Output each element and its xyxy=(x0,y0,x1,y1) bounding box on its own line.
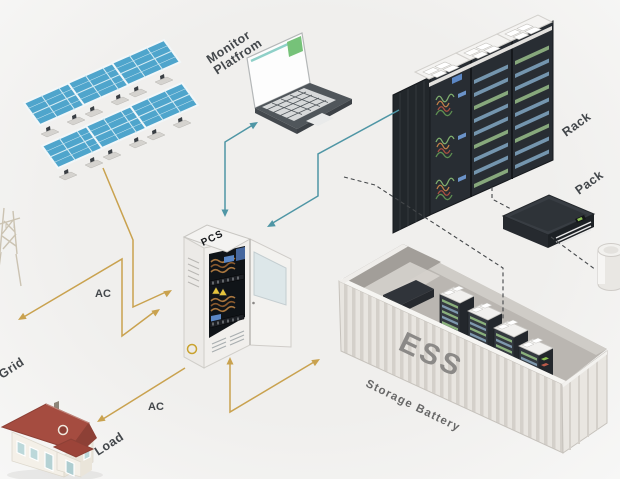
arrowhead xyxy=(18,312,27,320)
ess-container: ESS xyxy=(338,244,608,454)
pack-label: Pack xyxy=(573,168,606,198)
pcs-logo-badge xyxy=(186,343,198,355)
grid-tower xyxy=(0,207,22,287)
arrowhead xyxy=(163,290,172,298)
house-window xyxy=(16,440,26,457)
laptop-keyboard xyxy=(262,88,336,121)
house-window xyxy=(29,446,39,462)
arrowhead xyxy=(221,209,229,217)
battery-cell xyxy=(597,243,620,291)
porch-roof xyxy=(52,438,95,458)
battery-rack xyxy=(392,14,554,234)
arrowhead xyxy=(267,220,276,227)
ac-label-load: AC xyxy=(148,401,164,413)
arrowhead xyxy=(311,359,320,367)
house-door xyxy=(44,451,54,472)
link-rack-to-pack xyxy=(491,187,512,210)
arrowhead xyxy=(226,357,234,365)
rack-label: Rack xyxy=(560,109,594,139)
link-pack-to-cell xyxy=(550,236,597,271)
pack-led xyxy=(577,217,583,222)
pcs-warning-triangle xyxy=(211,286,221,295)
house-round-window xyxy=(57,424,69,436)
link-grid-pcs xyxy=(21,257,155,338)
laptop-trackpad xyxy=(306,113,334,126)
grid-label: Grid xyxy=(0,355,27,382)
battery-pack xyxy=(501,194,596,248)
link-laptop-pcs xyxy=(224,122,257,210)
link-rack-to-ess xyxy=(343,176,504,320)
load-house xyxy=(0,401,103,479)
porch-door xyxy=(65,459,75,477)
ess-interior-slab xyxy=(383,280,434,305)
arrowhead xyxy=(249,122,258,130)
arrowhead xyxy=(151,309,160,317)
pcs-warning-triangle xyxy=(218,287,228,296)
link-pcs-ess xyxy=(229,361,315,414)
ac-label-grid: AC xyxy=(95,288,111,300)
pcs-cabinet: PCS xyxy=(182,224,292,369)
arrowhead xyxy=(97,414,106,422)
link-solar-pcs xyxy=(102,167,167,309)
monitor-platform xyxy=(246,32,352,134)
load-label: Load xyxy=(92,429,126,458)
pcs-door-window xyxy=(253,251,287,306)
link-rack-pcs xyxy=(270,109,400,225)
solar-array xyxy=(23,39,199,181)
laptop-screen-green-panel xyxy=(287,36,303,57)
link-pcs-load xyxy=(102,367,186,420)
